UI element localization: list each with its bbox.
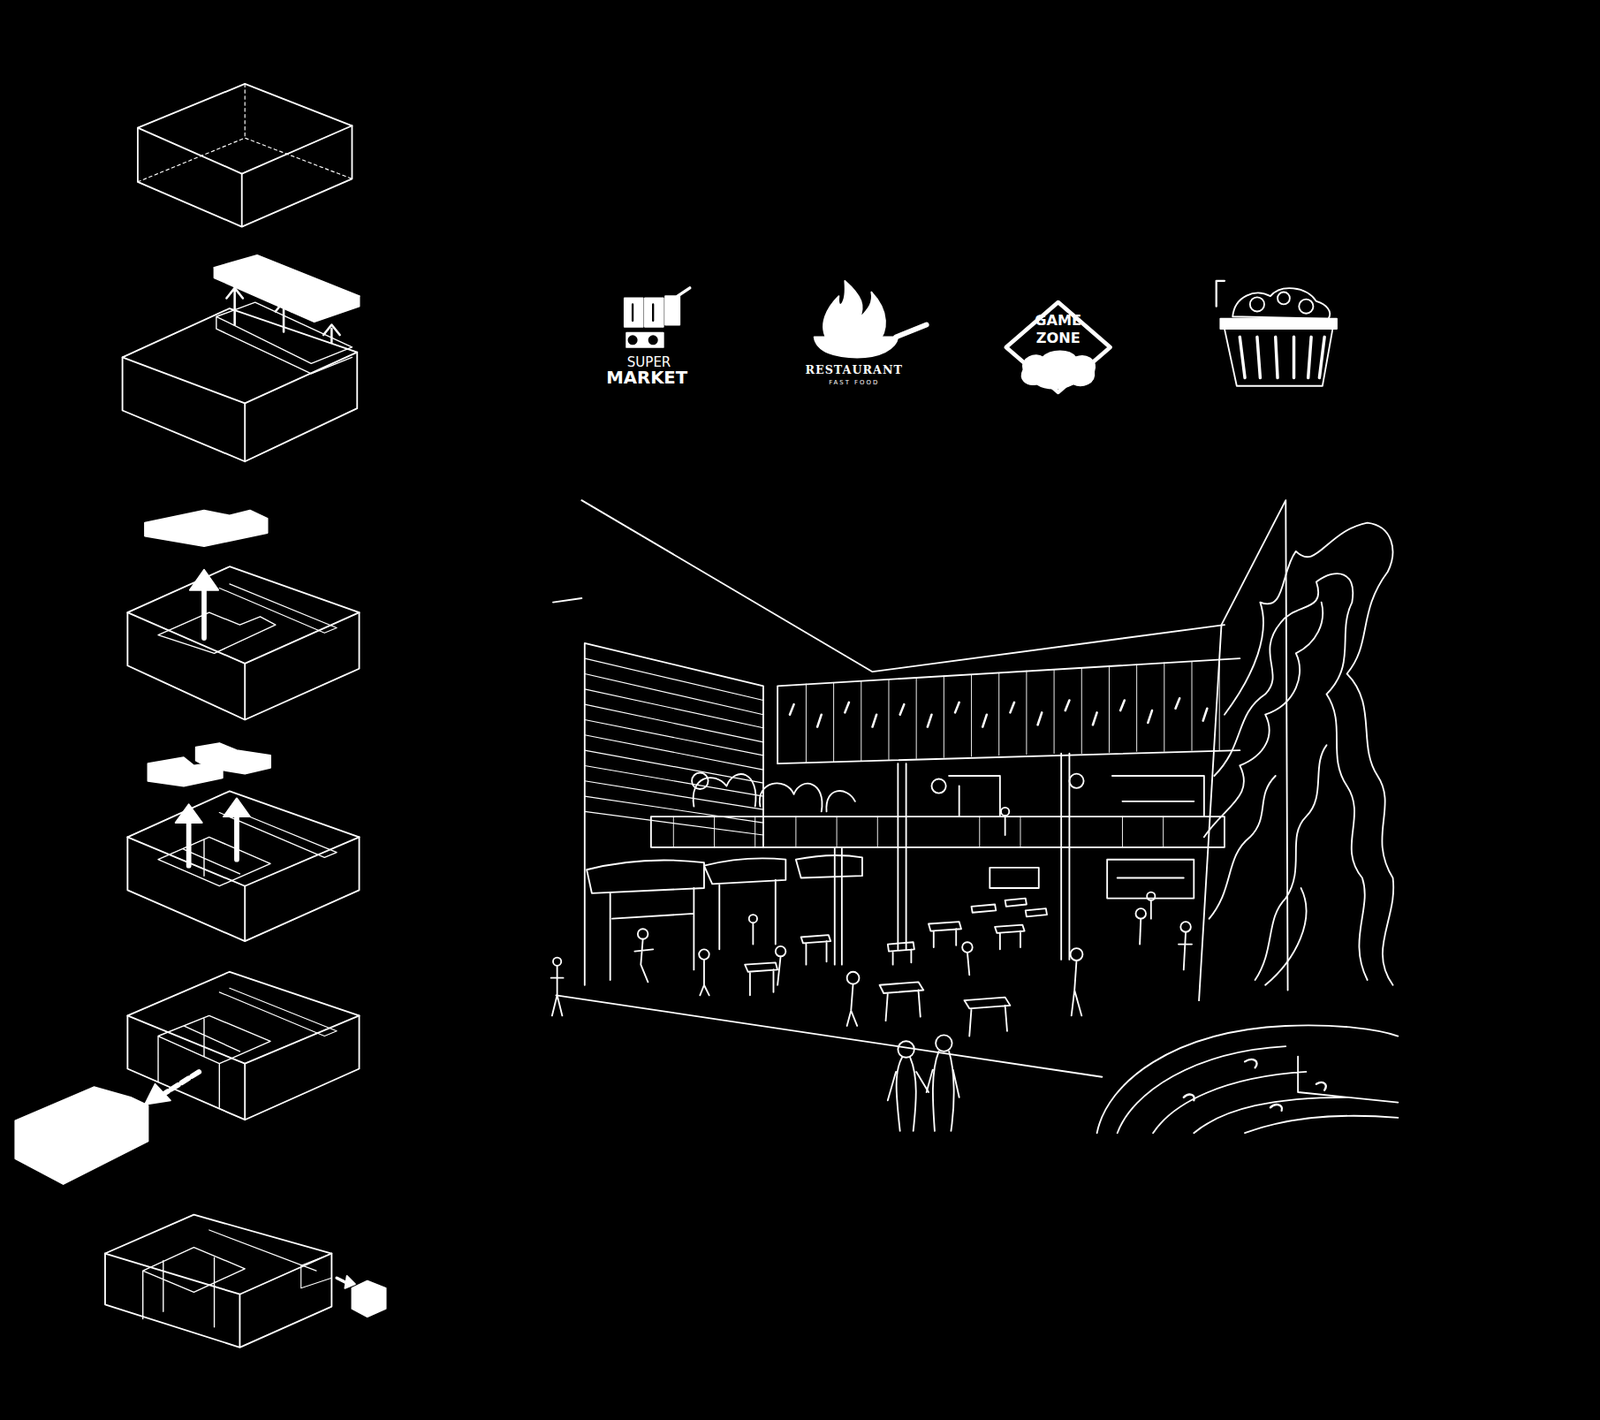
basket-icon — [1216, 280, 1337, 387]
game-zone-icon — [1006, 302, 1111, 393]
perspective-sketch — [551, 500, 1399, 1133]
massing-box — [127, 566, 359, 720]
massing-box — [137, 83, 353, 228]
supermarket-icon — [624, 288, 691, 348]
logo-text: ZONE — [1036, 331, 1081, 346]
logo-text: RESTAURANT — [804, 364, 903, 377]
massing-box — [127, 790, 359, 941]
logo-text: FAST FOOD — [828, 379, 880, 387]
restaurant-icon — [814, 280, 927, 358]
massing-box — [127, 971, 359, 1120]
extracted-volume — [351, 1281, 386, 1317]
logo-text: SUPER — [627, 356, 671, 371]
massing-box — [105, 1214, 356, 1348]
logo-text: GAME — [1034, 313, 1082, 328]
extracted-volume — [15, 1086, 148, 1184]
logo-text: MARKET — [606, 370, 688, 388]
lifted-slab — [196, 743, 271, 774]
lifted-slab — [144, 510, 268, 546]
